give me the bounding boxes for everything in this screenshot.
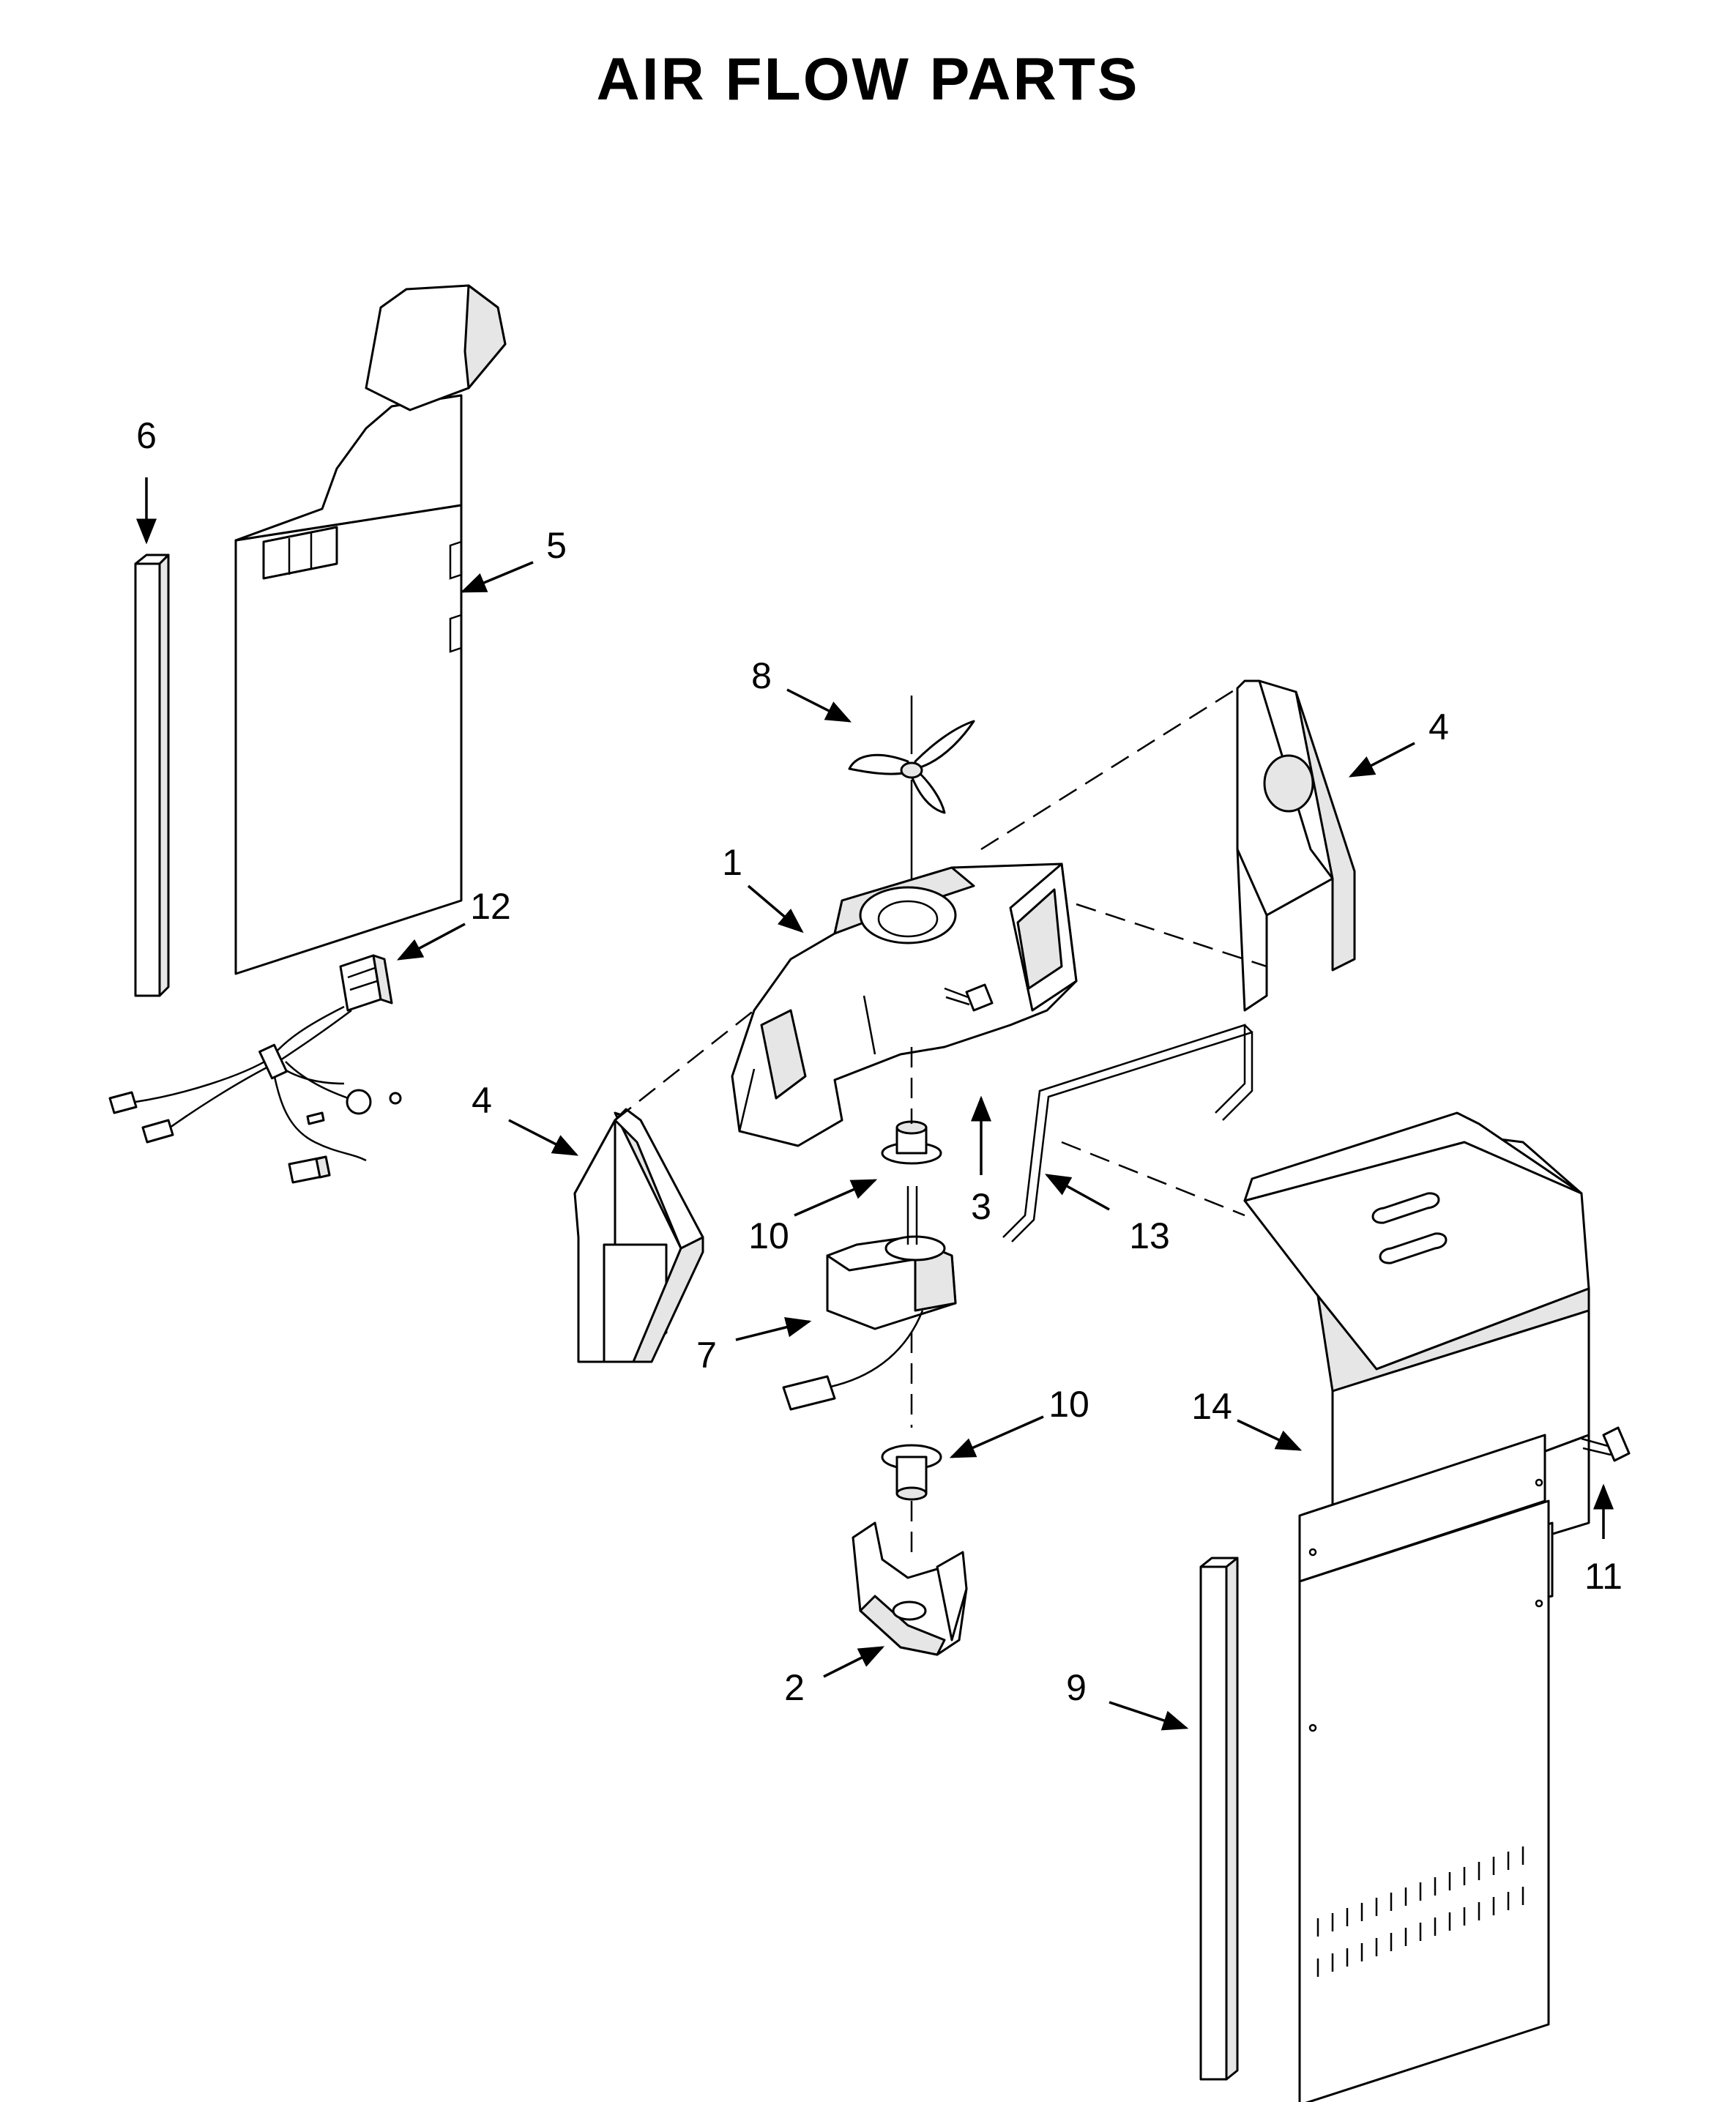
callout-7: 7 (696, 1335, 717, 1376)
callout-9: 9 (1066, 1667, 1087, 1708)
part-6-seal-strip (134, 554, 170, 997)
part-4-shroud-plate-left (573, 1108, 704, 1363)
callout-4-left: 4 (472, 1080, 492, 1121)
part-4-shroud-plate-right (1236, 679, 1356, 1012)
callout-2: 2 (784, 1667, 805, 1708)
callout-12: 12 (470, 886, 511, 927)
callout-8: 8 (751, 655, 772, 696)
callout-1: 1 (722, 842, 742, 883)
part-3-screw (944, 983, 994, 1012)
part-11-screw (1581, 1426, 1631, 1462)
callout-6: 6 (136, 415, 157, 456)
part-8-fan-blade (848, 696, 975, 879)
part-14-duct-cover (1243, 1111, 1590, 2102)
callout-leaders (136, 477, 1614, 1731)
part-10-grommet-upper (881, 1047, 942, 1165)
callout-13: 13 (1129, 1215, 1170, 1256)
callout-5: 5 (546, 525, 567, 566)
part-5-air-duct-panel (234, 284, 507, 975)
part-2-motor-bracket (852, 1521, 968, 1656)
callout-11: 11 (1584, 1556, 1623, 1597)
callout-3: 3 (971, 1186, 991, 1227)
part-13-wire-bracket (1002, 1024, 1253, 1242)
part-1-fan-housing (731, 862, 1078, 1147)
part-10-grommet-lower (881, 1444, 942, 1559)
part-9-seal-strip (1199, 1557, 1239, 2081)
callout-14: 14 (1191, 1386, 1232, 1427)
callout-10-upper: 10 (748, 1215, 789, 1256)
callout-labels: 6 5 8 4 1 12 4 3 10 13 7 10 14 11 2 9 (136, 415, 1623, 1708)
part-7-fan-motor (782, 1186, 957, 1428)
page-title: AIR FLOW PARTS (596, 46, 1140, 113)
callout-4-right: 4 (1428, 707, 1449, 748)
part-12-wire-harness (108, 954, 402, 1184)
vent-slots (1316, 1846, 1524, 1977)
assembly-lines (614, 687, 1267, 1217)
callout-10-lower: 10 (1048, 1384, 1089, 1425)
